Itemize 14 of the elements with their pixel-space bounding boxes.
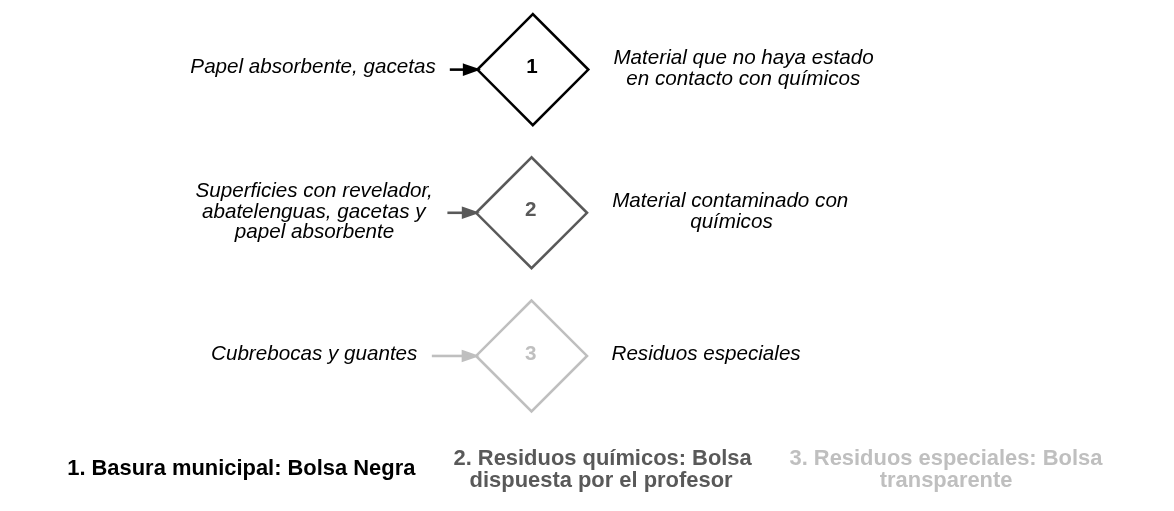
arrow — [431, 349, 480, 362]
node-diamond: 3 — [474, 298, 589, 413]
node-label: Residuos especiales — [611, 340, 801, 364]
node-label: Material contaminado con químicos — [612, 187, 849, 232]
node-text: Superficies con revelador, abatelenguas, gacetas y papel absorbente — [195, 177, 433, 242]
node-diamond: 2 — [474, 155, 589, 270]
node-text: Cubrebocas y guantes — [211, 340, 418, 364]
arrow — [449, 62, 481, 76]
node-text: Papel absorbente, gacetas — [190, 53, 436, 77]
label: 1. Basura municipal: Bolsa Negra — [67, 454, 416, 480]
label: 2. Residuos químicos: Bolsa dispuesta por el profesor — [453, 444, 752, 492]
label: 3. Residuos especiales: Bolsa transparente — [789, 444, 1103, 492]
node-diamond: 1 — [475, 11, 591, 127]
node-label: Material que no haya estado en contacto con químicos — [613, 44, 874, 89]
